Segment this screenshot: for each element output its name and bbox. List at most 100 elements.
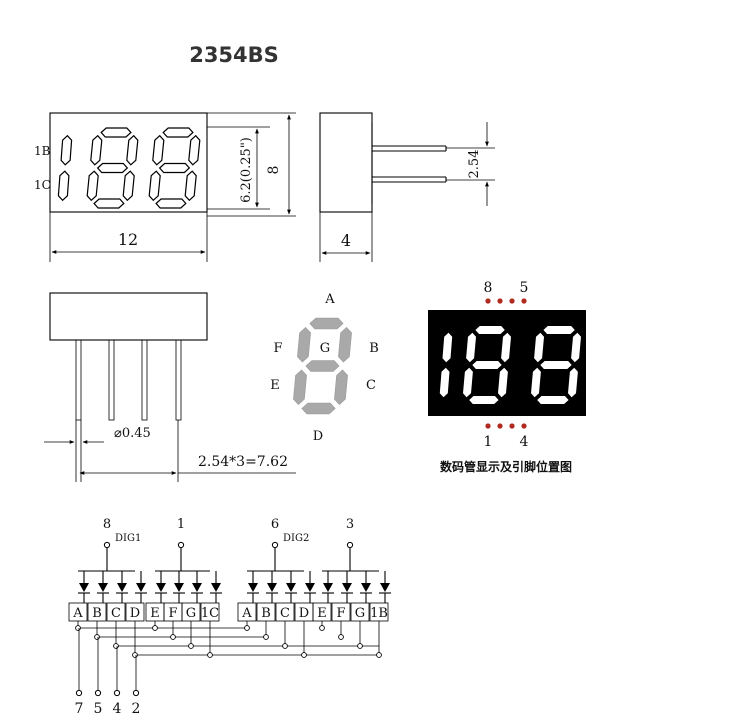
front-digit-2-segment-g — [96, 162, 129, 174]
front-digit-3-segment-e — [148, 170, 161, 202]
dig1-segment-label-0: A — [72, 606, 83, 621]
bottom-view: ⌀0.45 2.54*3=7.62 — [44, 292, 296, 482]
dig1-segment-label-1: B — [92, 606, 102, 621]
bottom-terminal-1 — [94, 689, 102, 697]
black-digit-1-segment-b — [442, 332, 453, 363]
black-display-digits — [439, 326, 581, 404]
dig1-segment-label-4: E — [150, 606, 160, 621]
g1-junction-1 — [94, 634, 100, 640]
dig2-segment-label-5: F — [336, 606, 345, 621]
map-segment-f — [297, 326, 311, 363]
bottom-pins — [75, 339, 182, 421]
pin-span-label: 2.54*3=7.62 — [198, 454, 288, 470]
dig1-diode-1 — [98, 583, 108, 592]
dig2-segment-label-3: D — [299, 606, 309, 621]
black-digit-3-segment-b — [571, 332, 581, 363]
top-pin-dots — [485, 298, 527, 304]
bottom-terminal-3 — [132, 689, 140, 697]
map-segment-c — [334, 369, 348, 406]
front-digit-2-segment-f — [90, 134, 103, 166]
common-dig2-a-terminal — [271, 541, 279, 549]
black-digit-2-segment-g — [472, 361, 502, 369]
dig1-segment-label-2: C — [111, 606, 121, 621]
front-digit-3-segment-f — [152, 134, 165, 166]
dig2-segment-label-7: 1B — [370, 606, 388, 621]
bottom-pin-dots — [485, 423, 527, 429]
map-segment-b — [338, 326, 352, 363]
front-digit-2-segment-d — [93, 198, 125, 209]
segment-label-c: C — [366, 378, 376, 393]
map-segment-d — [301, 402, 336, 415]
common-pin-name-dig2: DIG2 — [283, 533, 309, 544]
dig2-diode-5 — [342, 583, 352, 592]
front-digit-1-segment-c — [57, 170, 70, 202]
map-segment-g — [305, 360, 340, 372]
dig2-segment-label-1: B — [261, 606, 271, 621]
height-dimension-label: 8 — [266, 166, 282, 175]
g1-junction-6 — [188, 643, 194, 649]
g2-junction-4 — [319, 625, 325, 631]
front-digit-3-segment-c — [184, 170, 197, 202]
g1-junction-4 — [152, 625, 158, 631]
black-digit-2-segment-d — [469, 396, 499, 404]
common-dig1-a-terminal — [103, 541, 111, 549]
common-dig1-b-terminal — [177, 541, 185, 549]
black-digit-2-segment-a — [475, 326, 505, 334]
depth-dimension-label: 4 — [341, 231, 351, 250]
front-digit-3-segment-g — [158, 162, 191, 174]
dig1-segment-label-7: 1C — [201, 606, 219, 621]
bottom-terminal-2 — [113, 689, 121, 697]
dig1-segment-label-6: G — [186, 606, 196, 621]
black-digit-2-segment-b — [501, 332, 511, 363]
common-dig2-b-terminal — [346, 541, 354, 549]
black-digit-3-segment-e — [531, 367, 541, 398]
dig1-diode-2 — [117, 583, 127, 592]
g1-junction-7 — [207, 652, 213, 658]
dig2-diode-3 — [305, 583, 315, 592]
dig2-segment-label-2: C — [280, 606, 290, 621]
width-dimension-label: 12 — [118, 230, 138, 249]
front-digit-3-segment-b — [188, 134, 201, 166]
front-view: 1B 1C 12 8 6.2(0.25") — [34, 112, 296, 262]
top-pin-label-8: 8 — [484, 280, 493, 296]
bottom-pin-label-2: 2 — [132, 701, 141, 717]
dig2-segment-label-4: E — [317, 606, 327, 621]
bottom-pin-label-1: 1 — [484, 434, 493, 450]
black-digit-3-segment-g — [540, 361, 572, 369]
segment-label-g: G — [320, 341, 330, 356]
dig1-segment-label-5: F — [168, 606, 177, 621]
g2-junction-2 — [282, 643, 288, 649]
dig2-diode-0 — [248, 583, 258, 592]
common-pin-label-8: 8 — [103, 517, 111, 532]
black-digit-3-segment-d — [537, 396, 569, 404]
black-digit-3-segment-c — [568, 367, 578, 398]
front-digit-2-segment-b — [126, 134, 139, 166]
g2-junction-6 — [357, 643, 363, 649]
g2-junction-7 — [376, 652, 382, 658]
segment-map: A B C D E F G — [270, 292, 379, 444]
segment-label-a: A — [324, 292, 335, 307]
black-digit-3-segment-a — [543, 326, 575, 334]
front-digit-3-segment-a — [162, 127, 194, 138]
g2-junction-5 — [338, 634, 344, 640]
segment-label-b: B — [369, 341, 379, 356]
dig2-diode-1 — [267, 583, 277, 592]
g1-junction-0 — [75, 625, 81, 631]
bottom-body-outline — [49, 292, 208, 341]
front-digit-2-segment-c — [122, 170, 135, 202]
black-digit-2-segment-f — [466, 332, 476, 363]
dig1-diode-6 — [192, 583, 202, 592]
black-digit-2-segment-c — [498, 367, 508, 398]
dig1-diode-3 — [136, 583, 146, 592]
top-pin-label-5: 5 — [520, 280, 529, 296]
common-pin-label-3: 3 — [346, 517, 354, 532]
dig1-diode-7 — [211, 583, 221, 592]
front-digits — [57, 127, 201, 209]
black-digit-1-segment-c — [439, 367, 450, 398]
segment-map-digit — [293, 317, 352, 415]
digit-height-dimension-label: 6.2(0.25") — [239, 137, 254, 203]
dig1-diode-5 — [174, 583, 184, 592]
pin-position-diagram: 8 5 1 4 数码管显示及引脚位置图 — [428, 280, 586, 474]
